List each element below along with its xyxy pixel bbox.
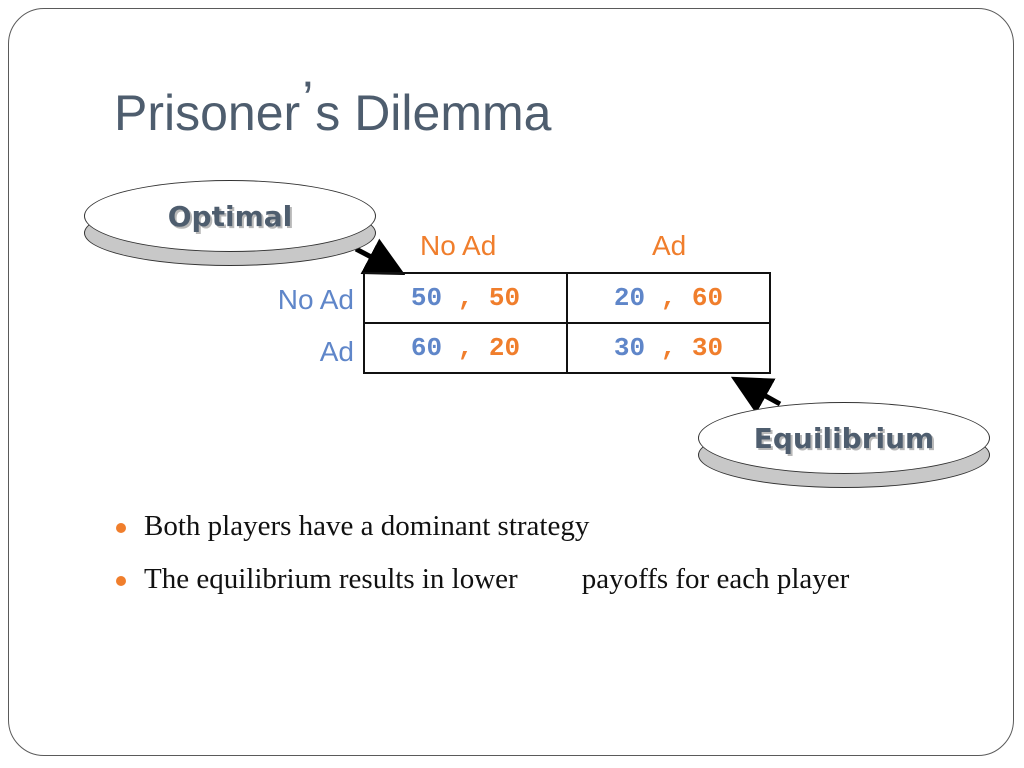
- optimal-arrow: [354, 238, 406, 276]
- title-part2: s Dilemma: [315, 85, 552, 141]
- equilibrium-label: Equilibrium: [698, 402, 990, 474]
- payoff-matrix: 50 , 50 20 , 60 60 , 20 30 , 30: [363, 272, 771, 374]
- payoff-player2: 60: [691, 283, 724, 313]
- cell-ad-ad: 30 , 30: [566, 322, 771, 374]
- row-header-ad: Ad: [319, 336, 354, 367]
- payoff-player2: 50: [488, 283, 521, 313]
- col-header-ad: Ad: [652, 230, 687, 261]
- bullet-text-part1: The equilibrium results in lower: [144, 563, 518, 595]
- optimal-callout: Optimal: [84, 180, 376, 270]
- payoff-player2: 30: [691, 333, 724, 363]
- bullet-list: Both players have a dominant strategy Th…: [116, 510, 849, 616]
- matrix-row-ad: 60 , 20 30 , 30: [363, 322, 771, 374]
- payoff-separator: ,: [660, 333, 677, 363]
- bullet-item: The equilibrium results in lower payoffs …: [116, 563, 849, 616]
- title-part1: Prisoner: [114, 85, 301, 141]
- bullet-text-part2: payoffs for each player: [581, 563, 850, 595]
- payoff-separator: ,: [457, 333, 474, 363]
- matrix-row-no-ad: 50 , 50 20 , 60: [363, 272, 771, 324]
- slide-frame: [8, 8, 1014, 756]
- bullet-text: Both players have a dominant strategy: [144, 510, 590, 542]
- equilibrium-callout: Equilibrium: [698, 402, 990, 492]
- payoff-player1: 30: [613, 333, 646, 363]
- payoff-player1: 20: [613, 283, 646, 313]
- cell-noad-ad: 20 , 60: [566, 272, 771, 324]
- payoff-separator: ,: [457, 283, 474, 313]
- col-header-no-ad: No Ad: [420, 230, 497, 261]
- optimal-label: Optimal: [84, 180, 376, 252]
- slide-title: Prisoner’s Dilemma: [114, 71, 552, 142]
- cell-ad-noad: 60 , 20: [363, 322, 568, 374]
- payoff-player1: 60: [410, 333, 443, 363]
- title-apostrophe: ’: [302, 71, 314, 127]
- equilibrium-arrow: [730, 376, 782, 414]
- payoff-player2: 20: [488, 333, 521, 363]
- cell-noad-noad: 50 , 50: [363, 272, 568, 324]
- payoff-separator: ,: [660, 283, 677, 313]
- row-header-no-ad: No Ad: [277, 284, 354, 315]
- bullet-dot-icon: [116, 576, 126, 586]
- bullet-dot-icon: [116, 523, 126, 533]
- bullet-item: Both players have a dominant strategy: [116, 510, 849, 563]
- payoff-player1: 50: [410, 283, 443, 313]
